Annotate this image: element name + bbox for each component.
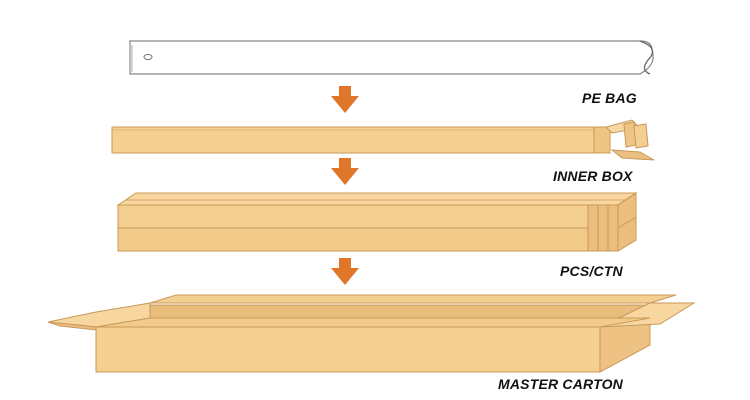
bundle-of-boxes-illustration bbox=[116, 192, 638, 252]
step-label-master-carton: MASTER CARTON bbox=[498, 376, 623, 392]
down-arrow-icon bbox=[331, 158, 359, 185]
pe-bag-illustration bbox=[129, 40, 654, 75]
down-arrow-icon bbox=[331, 86, 359, 113]
down-arrow-icon bbox=[331, 258, 359, 285]
hang-hole-icon bbox=[143, 53, 153, 61]
step-label-pe-bag: PE BAG bbox=[582, 90, 637, 106]
step-label-pcs-ctn: PCS/CTN bbox=[560, 263, 623, 279]
step-label-inner-box: INNER BOX bbox=[553, 168, 633, 184]
master-carton-illustration bbox=[47, 294, 696, 373]
inner-box-illustration bbox=[111, 119, 655, 161]
bag-seal-curl-icon bbox=[639, 40, 654, 75]
